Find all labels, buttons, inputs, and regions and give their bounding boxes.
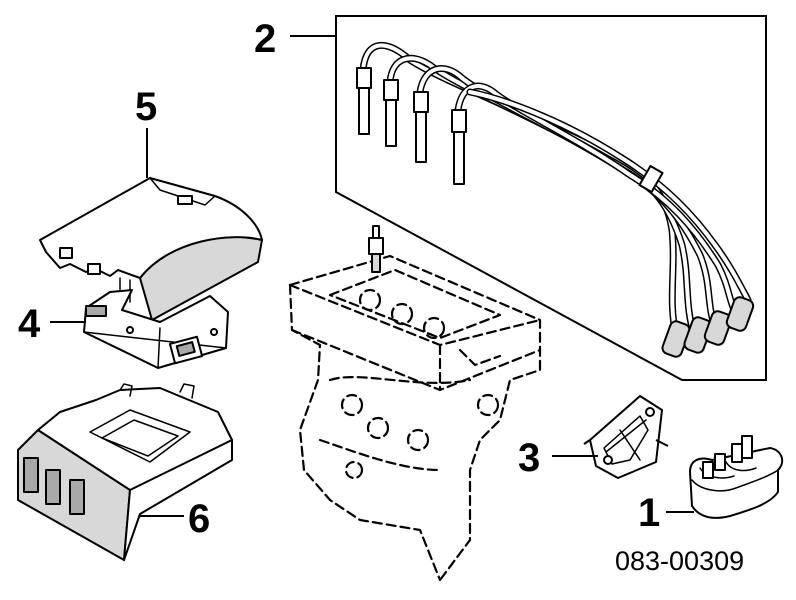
ignition-wire-set[interactable] [335, 15, 767, 381]
wire-set-frame [335, 15, 767, 381]
leader-lines [50, 35, 694, 517]
coil-bracket[interactable] [583, 395, 669, 479]
callout-4: 4 [18, 302, 41, 346]
engine-outline [288, 254, 542, 582]
coil-boots [661, 296, 755, 358]
callout-3: 3 [518, 436, 540, 480]
ignition-module[interactable] [83, 289, 229, 369]
wire-clip [638, 164, 664, 194]
module-cover[interactable] [39, 177, 263, 321]
module-bracket[interactable] [17, 383, 233, 561]
callout-2: 2 [254, 17, 276, 61]
callout-1: 1 [638, 491, 660, 535]
spark-plug [368, 225, 384, 273]
part-code: 083-00309 [615, 546, 744, 576]
spark-plug-boots [356, 67, 467, 185]
wire-bundle [359, 42, 752, 342]
ignition-coil[interactable] [689, 435, 784, 519]
callout-6: 6 [188, 497, 210, 541]
callout-5: 5 [135, 85, 157, 129]
